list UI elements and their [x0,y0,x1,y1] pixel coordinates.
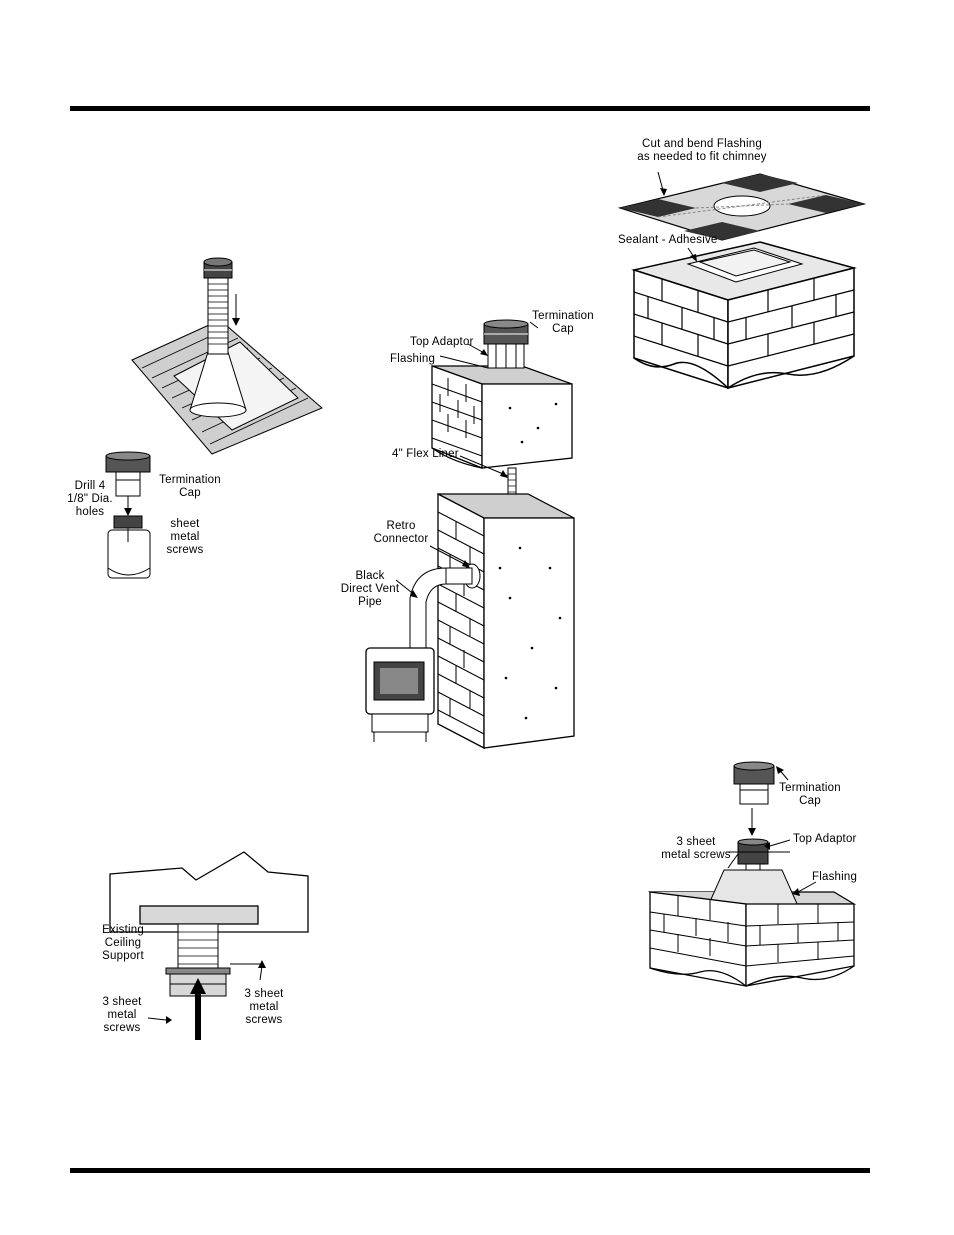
bottom-rule [70,1168,870,1173]
label-top-adaptor-center: Top Adaptor [410,336,474,348]
label-existing-ceiling-support: Existing Ceiling Support [102,924,144,962]
label-termination-cap-right: Termination Cap [779,782,841,807]
label-drill-holes: Drill 4 1/8" Dia. holes [67,480,113,518]
label-retro-connector: Retro Connector [373,520,429,545]
chimney-install-figure [365,319,575,750]
label-cut-bend-flashing: Cut and bend Flashing as needed to fit c… [637,138,767,163]
label-termination-cap-center: Termination Cap [532,310,594,335]
label-three-screws-left: 3 sheet metal screws [102,996,142,1034]
label-black-direct-vent-pipe: Black Direct Vent Pipe [340,570,400,608]
cap-assembly-figure [105,451,151,579]
label-three-screws-chimney: 3 sheet metal screws [661,836,731,861]
label-top-adaptor-right: Top Adaptor [793,833,857,845]
label-sheet-metal-screws-left: sheet metal screws [166,518,204,556]
chimney-adaptor-figure [647,761,857,987]
roof-pipe-figure [131,257,323,455]
label-flashing-center: Flashing [390,353,436,365]
label-three-screws-right: 3 sheet metal screws [244,988,284,1026]
label-termination-cap-left: Termination Cap [159,474,221,499]
label-sealant-adhesive: Sealant - Adhesive [618,234,718,246]
label-flex-liner: 4" Flex Liner [392,448,459,460]
label-flashing-right: Flashing [812,871,858,883]
chimney-flashing-figure [617,171,867,390]
ceiling-support-figure [109,851,309,1040]
top-rule [70,106,870,111]
